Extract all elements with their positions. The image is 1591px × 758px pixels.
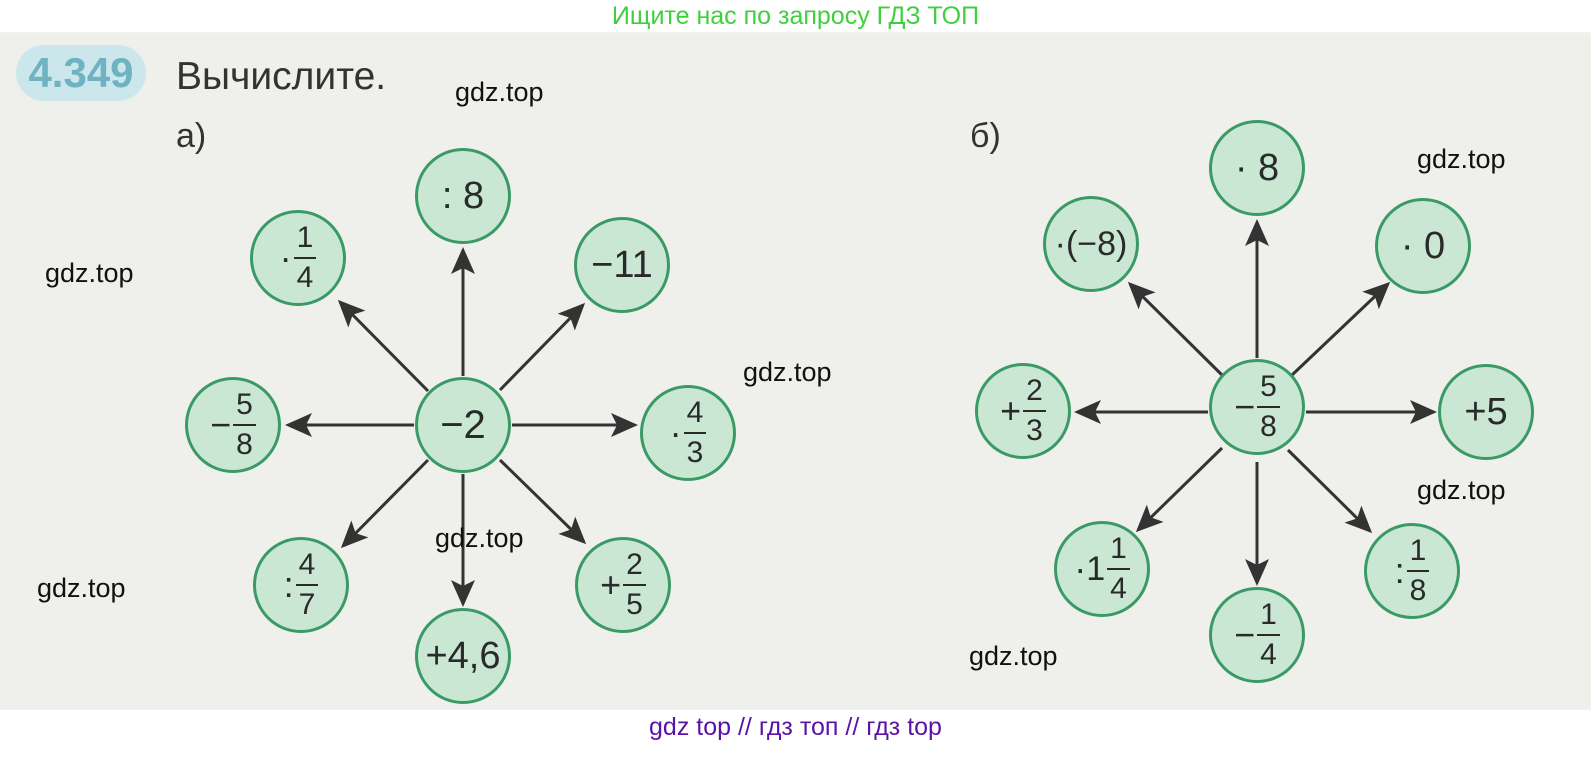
integer-part: 1 xyxy=(1086,549,1106,588)
arrow-a-bottom-left xyxy=(340,458,430,549)
arrow-a-top-right xyxy=(498,302,586,392)
numerator: 4 xyxy=(295,550,319,586)
op-sign: · xyxy=(669,412,682,453)
op-node-b-top-right: · 0 xyxy=(1375,198,1471,294)
op-node-b-top-left: ·(−8) xyxy=(1043,196,1139,292)
op-sign: − xyxy=(1234,614,1256,655)
arrow-b-top-right xyxy=(1290,281,1391,377)
op-node-a-top-right: −11 xyxy=(574,217,670,313)
center-value: −2 xyxy=(440,402,486,447)
denominator: 7 xyxy=(298,588,316,621)
denominator: 3 xyxy=(1026,414,1043,447)
arrow-a-bottom-right xyxy=(498,458,587,545)
denominator: 4 xyxy=(296,261,314,294)
op-node-a-top: : 8 xyxy=(415,148,511,244)
watermark: gdz.top xyxy=(1417,475,1506,505)
op-sign: : xyxy=(283,564,294,605)
watermark: gdz.top xyxy=(435,523,524,553)
watermark: gdz.top xyxy=(743,357,832,387)
denominator: 4 xyxy=(1110,572,1127,605)
op-text: : 8 xyxy=(441,174,485,217)
numerator: 1 xyxy=(1257,600,1280,636)
numerator: 5 xyxy=(233,390,256,426)
denominator: 8 xyxy=(236,428,253,461)
numerator: 1 xyxy=(293,223,317,259)
numerator: 1 xyxy=(1406,536,1430,572)
numerator: 4 xyxy=(683,398,707,434)
exercise-number-badge: 4.349 xyxy=(16,45,146,101)
watermark: gdz.top xyxy=(969,641,1058,671)
instruction-text: Вычислите. xyxy=(176,55,387,98)
arrow-b-bottom-left xyxy=(1135,446,1224,533)
numerator: 2 xyxy=(1023,376,1046,412)
op-node-b-right: +5 xyxy=(1438,364,1534,460)
watermark: gdz.top xyxy=(45,258,134,288)
op-sign: : xyxy=(1394,550,1405,591)
op-text: +5 xyxy=(1464,390,1508,433)
op-node-b-top: · 8 xyxy=(1209,120,1305,216)
op-text: · 8 xyxy=(1234,146,1280,189)
arrow-a-left-top xyxy=(337,299,430,393)
watermark: gdz.top xyxy=(37,573,126,603)
arrow-b-top-left xyxy=(1127,281,1224,377)
denominator: 3 xyxy=(686,436,704,469)
op-sign: · xyxy=(1074,548,1087,589)
part-b-label: б) xyxy=(970,117,1001,155)
watermark: gdz.top xyxy=(455,77,544,107)
part-a-label: а) xyxy=(176,117,207,155)
top-banner: Ищите нас по запросу ГДЗ ТОП xyxy=(0,0,1591,32)
denominator: 8 xyxy=(1409,574,1427,607)
op-node-a-bottom: +4,6 xyxy=(415,608,511,704)
numerator: 1 xyxy=(1107,534,1130,570)
op-text: · 0 xyxy=(1400,224,1446,267)
op-text: −11 xyxy=(591,243,653,286)
denominator: 4 xyxy=(1260,638,1277,671)
op-text: ·(−8) xyxy=(1054,224,1128,263)
arrow-b-bottom-right xyxy=(1286,448,1373,534)
center-node-a: −2 xyxy=(415,377,511,473)
op-sign: − xyxy=(210,404,232,445)
denominator: 5 xyxy=(626,588,643,621)
op-text: +4,6 xyxy=(425,634,501,677)
numerator: 2 xyxy=(623,550,646,586)
watermark: gdz.top xyxy=(1417,144,1506,174)
op-sign: − xyxy=(1234,386,1256,427)
bottom-banner: gdz top // гдз топ // гдз top xyxy=(0,710,1591,758)
op-sign: + xyxy=(600,564,622,605)
op-sign: + xyxy=(1000,390,1022,431)
op-sign: · xyxy=(279,237,292,278)
denominator: 8 xyxy=(1260,410,1277,443)
numerator: 5 xyxy=(1257,372,1280,408)
